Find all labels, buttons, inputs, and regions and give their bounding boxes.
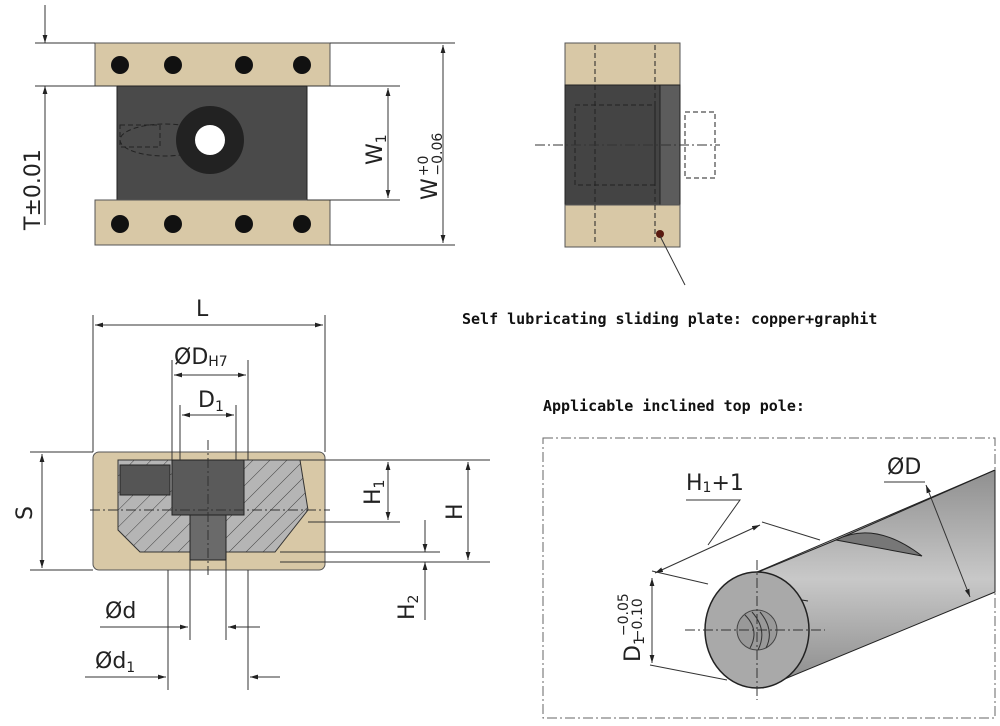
pole-dim-D: ØD (887, 455, 921, 480)
pole-detail: H1+1 ØD D1−0.05−0.10 (542, 437, 996, 719)
dim-T: T±0.01 (21, 149, 46, 231)
top-view: T±0.01 W1 W+0−0.06 (21, 5, 455, 246)
pole-dim-H1: H1+1 (686, 471, 744, 496)
dim-W: W+0−0.06 (416, 133, 446, 200)
dim-H: H (443, 503, 468, 520)
sliding-plate-bottom (94, 199, 331, 246)
dim-S: S (13, 506, 38, 520)
dim-d: Ød (105, 599, 136, 624)
material-note: Self lubricating sliding plate: copper+g… (462, 310, 877, 328)
detail-frame (542, 437, 996, 719)
dim-W1: W1 (363, 134, 390, 165)
pole-note: Applicable inclined top pole: (543, 397, 805, 415)
dim-d1: Ød1 (95, 649, 135, 676)
bore-hole (195, 125, 225, 155)
pole-dim-D1: D1−0.05−0.10 (616, 593, 648, 662)
dim-D1: D1 (198, 388, 224, 415)
dim-DH7: ØDH7 (174, 345, 228, 370)
dim-H2: H2 (395, 595, 422, 620)
sliding-plate-top (94, 42, 331, 87)
side-view (535, 42, 720, 286)
section-view: L ØDH7 D1 S H1 H H2 Ød Ød1 (13, 297, 490, 690)
dim-L: L (196, 297, 209, 322)
dim-H1: H1 (361, 480, 388, 505)
